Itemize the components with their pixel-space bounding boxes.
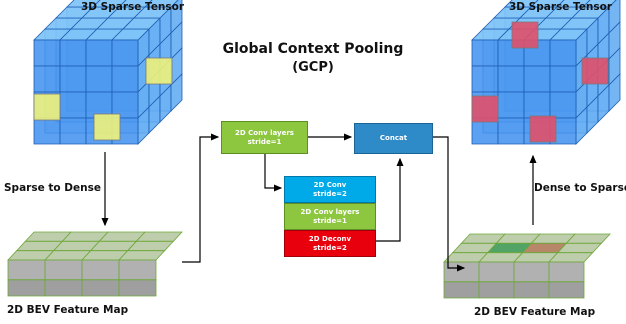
cube-top-cell — [66, 0, 101, 8]
bev-front-tile — [548, 261, 585, 283]
arrow-deconv-to-concat — [376, 157, 404, 242]
cube-front-cell — [549, 91, 577, 119]
label-dense-to-sparse: Dense to Sparse — [534, 182, 626, 194]
concat-block: Concat — [354, 123, 433, 154]
conv-stride2-line1: 2D Conv — [313, 180, 347, 189]
bev-front-tile — [443, 261, 480, 283]
cube-top-cell — [530, 0, 565, 8]
cube-front-cell — [497, 117, 525, 145]
sparse-voxel — [581, 57, 609, 85]
bev-front-tile — [44, 279, 83, 297]
sparse-voxel — [511, 21, 539, 49]
sparse-voxel — [529, 115, 557, 143]
arrow-bev-to-conv — [182, 133, 220, 263]
cube-front-cell — [523, 65, 551, 93]
diagram-title: Global Context Pooling (GCP) — [215, 41, 411, 75]
conv-layers-line2: stride=1 — [247, 137, 282, 146]
bev-feature-map-right — [443, 233, 611, 299]
cube-front-cell — [33, 65, 61, 93]
label-sparse-to-dense: Sparse to Dense — [4, 182, 101, 194]
bev-front-tile — [118, 259, 157, 281]
cube-top-cell — [556, 0, 591, 8]
conv-layers-line1: 2D Conv layers — [235, 128, 294, 137]
cube-front-cell — [497, 65, 525, 93]
sparse-voxel — [145, 57, 173, 85]
cube-front-cell — [471, 39, 499, 67]
conv-layers-mid-line1: 2D Conv layers — [300, 207, 360, 216]
arrow-concat-to-bev — [433, 136, 466, 272]
cube-front-cell — [59, 117, 87, 145]
cube-front-cell — [59, 39, 87, 67]
label-3d-sparse-tensor-right: 3D Sparse Tensor — [509, 1, 613, 13]
bev-front-tile — [81, 259, 120, 281]
cube-front-cell — [33, 39, 61, 67]
arrow-conv-to-branch — [264, 154, 283, 192]
sparse-tensor-left — [33, 0, 183, 145]
cube-front-cell — [523, 91, 551, 119]
cube-top-cell — [118, 0, 153, 8]
bev-front-tile — [443, 281, 480, 299]
deconv-line2: stride=2 — [313, 243, 347, 252]
cube-front-cell — [549, 39, 577, 67]
bev-tile — [126, 240, 175, 252]
cube-front-cell — [497, 91, 525, 119]
sparse-tensor-right — [471, 0, 621, 145]
bev-tile — [135, 231, 183, 242]
cube-front-cell — [471, 65, 499, 93]
bev-front-tile — [7, 279, 46, 297]
conv-stride2-line2: stride=2 — [313, 189, 347, 198]
bev-front-tile — [478, 261, 515, 283]
bev-front-tile — [513, 281, 550, 299]
cube-right-cell — [608, 73, 621, 112]
cube-front-cell — [549, 65, 577, 93]
cube-front-cell — [59, 65, 87, 93]
concat-label: Concat — [379, 134, 408, 142]
cube-front-cell — [85, 39, 113, 67]
cube-top-cell — [144, 0, 179, 8]
cube-front-cell — [85, 65, 113, 93]
label-bev-left: 2D BEV Feature Map — [7, 304, 129, 316]
cube-front-cell — [111, 65, 139, 93]
title-line-2: (GCP) — [292, 60, 334, 75]
cube-front-cell — [59, 91, 87, 119]
bev-front-tile — [478, 281, 515, 299]
cube-top-cell — [92, 0, 127, 8]
label-bev-right: 2D BEV Feature Map — [474, 306, 596, 318]
bev-front-tile — [44, 259, 83, 281]
bev-tile — [118, 250, 166, 261]
bev-front-tile — [7, 259, 46, 281]
sparse-voxel — [471, 95, 499, 123]
sparse-voxel — [93, 113, 121, 141]
cube-front-cell — [111, 39, 139, 67]
bev-feature-map-left — [7, 231, 183, 297]
cube-top-cell — [582, 0, 617, 8]
bev-front-tile — [548, 281, 585, 299]
cube-right-cell — [170, 73, 183, 112]
sparse-voxel — [33, 93, 61, 121]
title-line-1: Global Context Pooling — [222, 41, 404, 57]
conv-layers-mid-line2: stride=1 — [313, 216, 347, 225]
bev-front-tile — [81, 279, 120, 297]
cube-top-cell — [504, 0, 539, 8]
label-3d-sparse-tensor-left: 3D Sparse Tensor — [81, 1, 185, 13]
cube-front-cell — [33, 117, 61, 145]
deconv-line1: 2D Deconv — [308, 234, 352, 243]
bev-front-tile — [513, 261, 550, 283]
bev-front-tile — [118, 279, 157, 297]
